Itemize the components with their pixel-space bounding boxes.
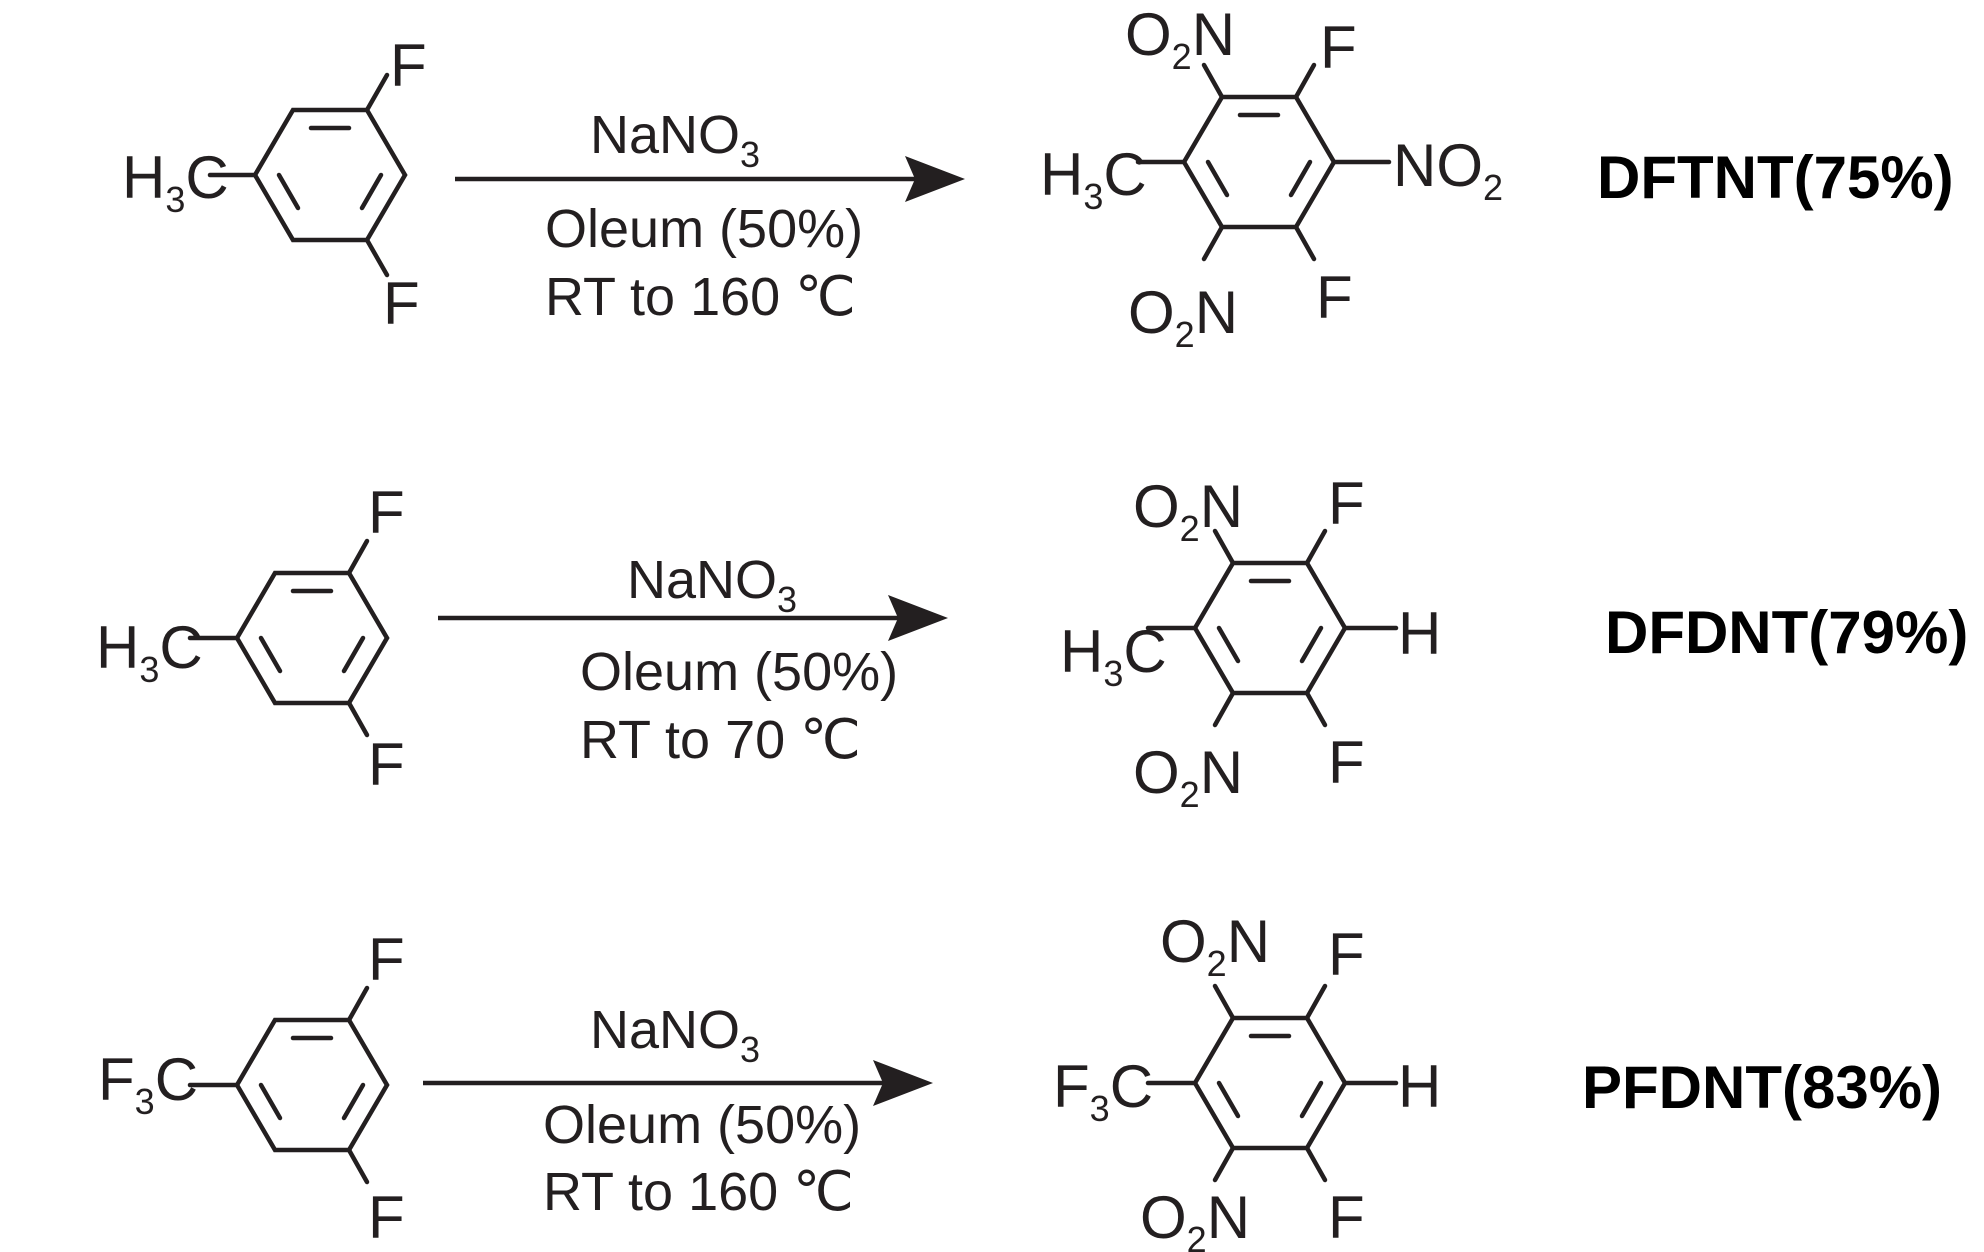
- product-3-ring: [1145, 983, 1399, 1183]
- reagent-3: NaNO3: [590, 1000, 760, 1070]
- product-3-right-group: H: [1398, 1053, 1441, 1120]
- product-1-fluorine-top: F: [1320, 14, 1357, 81]
- product-1-ring: [1135, 62, 1392, 262]
- product-1-fluorine-bottom: F: [1316, 264, 1353, 331]
- reactant-3-fluorine-bottom: F: [368, 1184, 405, 1251]
- product-3-nitro-top: O2N: [1160, 908, 1270, 984]
- condition-3b: RT to 160 ℃: [543, 1162, 854, 1222]
- product-2-right-group: H: [1398, 600, 1441, 667]
- product-2-name: DFDNT(79%): [1605, 599, 1968, 666]
- reactant-2-ring: [187, 538, 390, 738]
- product-1-substituent: H3C: [1040, 141, 1147, 217]
- product-2-nitro-bottom: O2N: [1133, 739, 1243, 815]
- reactant-1-substituent: H3C: [122, 144, 229, 220]
- reagent-2: NaNO3: [627, 550, 797, 620]
- product-2-substituent: H3C: [1060, 618, 1167, 694]
- reaction-arrow-2-head: [888, 595, 948, 641]
- reaction-3: F3C F F NaNO3 Oleum (50%) RT to 160 ℃ O2…: [98, 908, 1942, 1252]
- reaction-arrow-1-head: [905, 156, 965, 202]
- product-2-nitro-top: O2N: [1133, 473, 1243, 549]
- product-2-ring: [1145, 528, 1399, 728]
- reactant-1-ring: [207, 72, 408, 278]
- reactant-1-fluorine-bottom: F: [383, 270, 420, 337]
- reactant-3-fluorine-top: F: [368, 926, 405, 993]
- reactant-2-fluorine-top: F: [368, 479, 405, 546]
- reaction-arrow-3-head: [873, 1060, 933, 1106]
- product-1-nitro-bottom: O2N: [1128, 279, 1238, 355]
- reactant-2-substituent: H3C: [96, 614, 203, 690]
- reactant-1-fluorine-top: F: [390, 32, 427, 99]
- product-1-name: DFTNT(75%): [1597, 144, 1954, 211]
- product-2-fluorine-top: F: [1328, 470, 1365, 537]
- product-1-right-group: NO2: [1393, 132, 1503, 208]
- condition-1b: RT to 160 ℃: [545, 267, 856, 327]
- condition-3a: Oleum (50%): [543, 1095, 861, 1155]
- reactant-2-fluorine-bottom: F: [368, 731, 405, 798]
- product-3-nitro-bottom: O2N: [1140, 1184, 1250, 1252]
- reagent-1: NaNO3: [590, 105, 760, 175]
- reaction-2: H3C F F NaNO3 Oleum (50%) RT to 70 ℃ O2N…: [96, 470, 1968, 815]
- condition-1a: Oleum (50%): [545, 199, 863, 259]
- product-1-nitro-top: O2N: [1125, 1, 1235, 77]
- reaction-1: H3C F F NaNO3 Oleum (50%) RT to 160 ℃ O2…: [122, 1, 1954, 355]
- reactant-3-ring: [187, 985, 390, 1185]
- product-3-fluorine-bottom: F: [1328, 1184, 1365, 1251]
- product-3-fluorine-top: F: [1328, 921, 1365, 988]
- reactant-3-substituent: F3C: [98, 1046, 198, 1122]
- product-3-substituent: F3C: [1053, 1053, 1153, 1129]
- condition-2b: RT to 70 ℃: [580, 710, 861, 770]
- product-3-name: PFDNT(83%): [1582, 1054, 1942, 1121]
- product-2-fluorine-bottom: F: [1328, 729, 1365, 796]
- condition-2a: Oleum (50%): [580, 642, 898, 702]
